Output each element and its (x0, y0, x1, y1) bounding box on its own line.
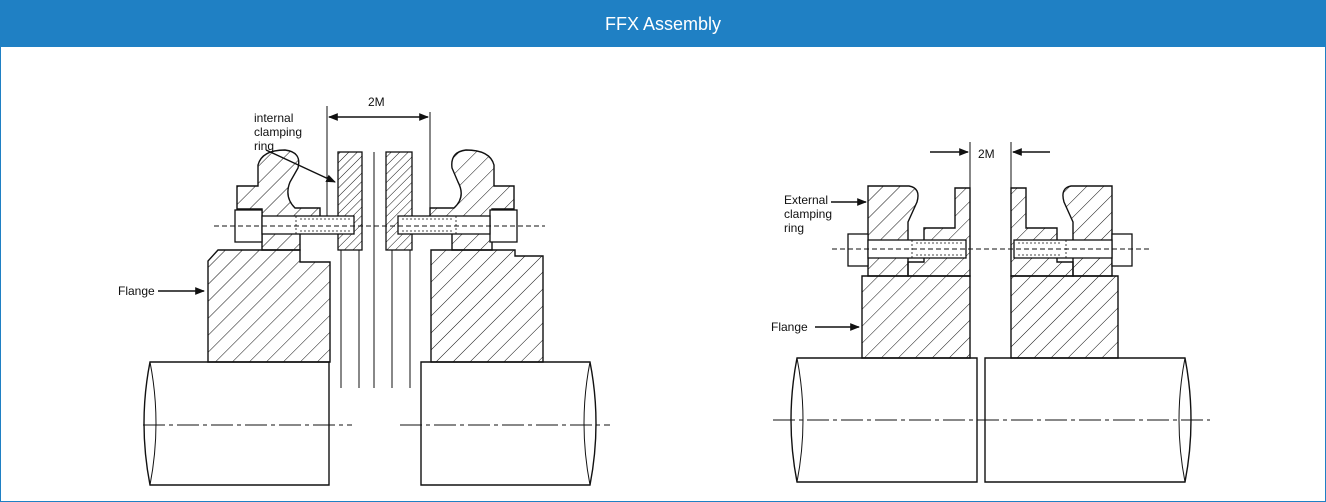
right-dimension-label: 2M (978, 147, 995, 161)
left-shaft-left (143, 361, 330, 486)
left-clamp-ring-leader (265, 149, 336, 183)
right-shaft-right (984, 357, 1192, 483)
right-flange-hub-left (861, 275, 971, 359)
left-bolt-left (234, 209, 355, 243)
right-flange-label: Flange (771, 320, 808, 334)
left-internal-ring-left (337, 151, 363, 251)
header-title: FFX Assembly (1, 1, 1325, 47)
left-dimension-label: 2M (368, 95, 385, 109)
left-flange-hub-right (430, 249, 544, 363)
left-flange-hub-left (207, 249, 331, 363)
left-flange-label: Flange (118, 284, 155, 298)
left-internal-ring-right (385, 151, 413, 251)
left-shaft-right (420, 361, 597, 486)
right-flange-hub-right (1010, 275, 1119, 359)
left-bolt-right (397, 209, 518, 243)
left-disc-pack-lines (326, 112, 431, 388)
